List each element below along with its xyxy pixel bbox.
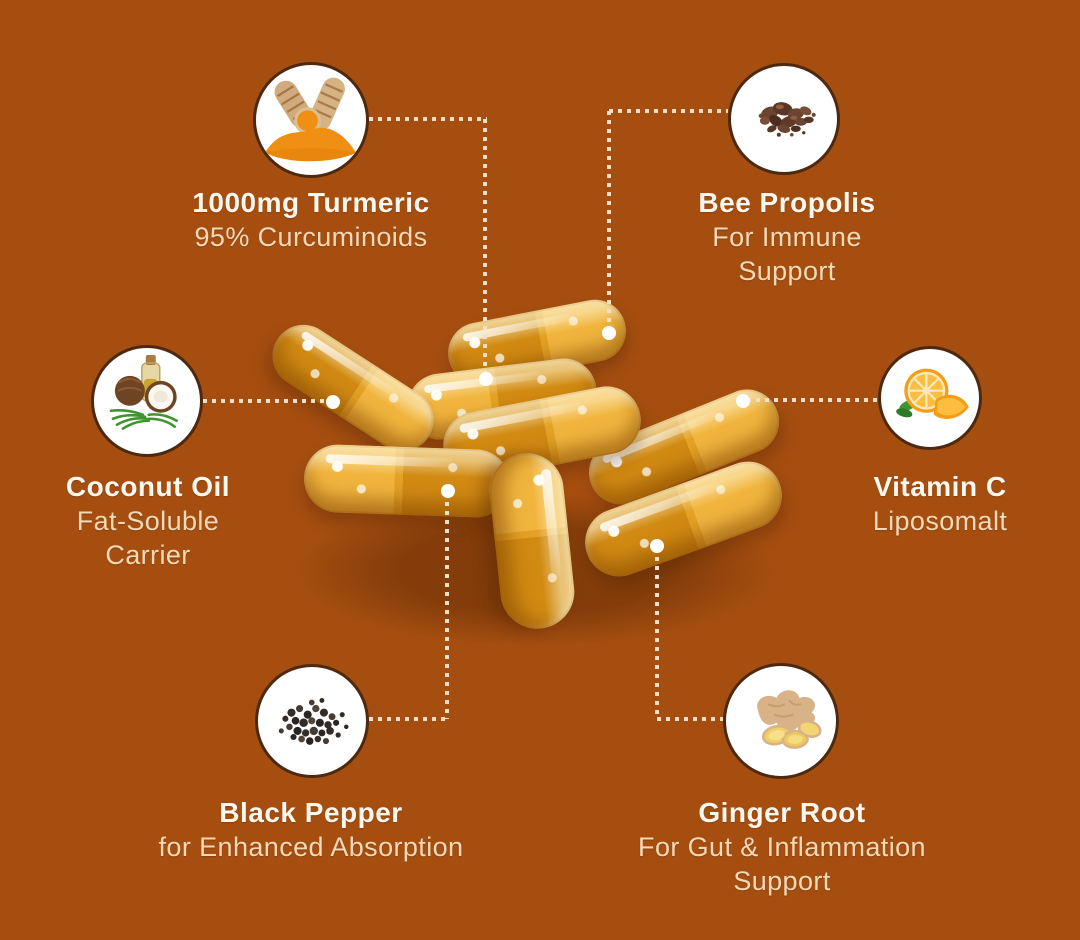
- callout-subtitle: Fat-Soluble: [76, 506, 220, 536]
- connector-line-vitamin-c-horizontal: [747, 398, 878, 402]
- connector-line-ginger-vertical: [655, 548, 659, 719]
- callout-coconut-oil: Coconut Oil Fat-Soluble Carrier: [0, 470, 296, 572]
- callout-ginger-root: Ginger Root For Gut & Inflammation Suppo…: [582, 796, 982, 898]
- connector-line-pepper-vertical: [445, 493, 449, 719]
- coconut-oil-photo-circle: [91, 345, 203, 457]
- connector-dot-vitamin-c: [736, 394, 750, 408]
- connector-dot-ginger: [650, 539, 664, 553]
- connector-line-propolis-horizontal: [609, 109, 728, 113]
- callout-subtitle: For Gut & Inflammation: [638, 832, 926, 862]
- callout-vitamin-c: Vitamin C Liposomalt: [790, 470, 1080, 538]
- connector-dot-turmeric: [479, 372, 493, 386]
- callout-subtitle: Support: [733, 866, 831, 896]
- callout-title: Ginger Root: [698, 797, 866, 828]
- connector-line-pepper-horizontal: [369, 717, 449, 721]
- callout-title: Bee Propolis: [698, 187, 876, 218]
- callout-subtitle: Carrier: [105, 540, 191, 570]
- black-pepper-photo-circle: [255, 664, 369, 778]
- capsule: [302, 443, 512, 519]
- ginger-root-photo-circle: [723, 663, 839, 779]
- callout-title: Coconut Oil: [65, 471, 231, 502]
- callout-title: 1000mg Turmeric: [192, 187, 430, 218]
- bee-propolis-photo-circle: [728, 63, 840, 175]
- callout-bee-propolis: Bee Propolis For Immune Support: [637, 186, 937, 288]
- connector-dot-propolis: [602, 326, 616, 340]
- coconut-oil-icon: [109, 355, 179, 431]
- black-pepper-icon: [278, 698, 349, 746]
- callout-subtitle: 95% Curcuminoids: [194, 222, 428, 252]
- connector-dot-coconut: [326, 395, 340, 409]
- ginger-root-icon: [757, 690, 822, 750]
- callout-subtitle: Support: [738, 256, 836, 286]
- connector-line-ginger-horizontal: [657, 717, 723, 721]
- connector-line-turmeric-vertical: [483, 119, 487, 379]
- vitamin-c-icon: [896, 368, 969, 419]
- callout-subtitle: For Immune: [712, 222, 862, 252]
- bee-propolis-icon: [758, 102, 816, 137]
- callout-title: Vitamin C: [873, 471, 1007, 502]
- connector-line-turmeric-horizontal: [369, 117, 487, 121]
- connector-line-propolis-vertical: [607, 111, 611, 333]
- callout-subtitle: Liposomalt: [872, 506, 1008, 536]
- callout-turmeric: 1000mg Turmeric 95% Curcuminoids: [111, 186, 511, 254]
- turmeric-photo-circle: [253, 62, 369, 178]
- callout-subtitle: for Enhanced Absorption: [158, 832, 464, 862]
- callout-black-pepper: Black Pepper for Enhanced Absorption: [101, 796, 521, 864]
- turmeric-icon: [265, 77, 357, 162]
- connector-dot-pepper: [441, 484, 455, 498]
- connector-line-coconut-horizontal: [203, 399, 333, 403]
- callout-title: Black Pepper: [219, 797, 403, 828]
- vitamin-c-photo-circle: [878, 346, 982, 450]
